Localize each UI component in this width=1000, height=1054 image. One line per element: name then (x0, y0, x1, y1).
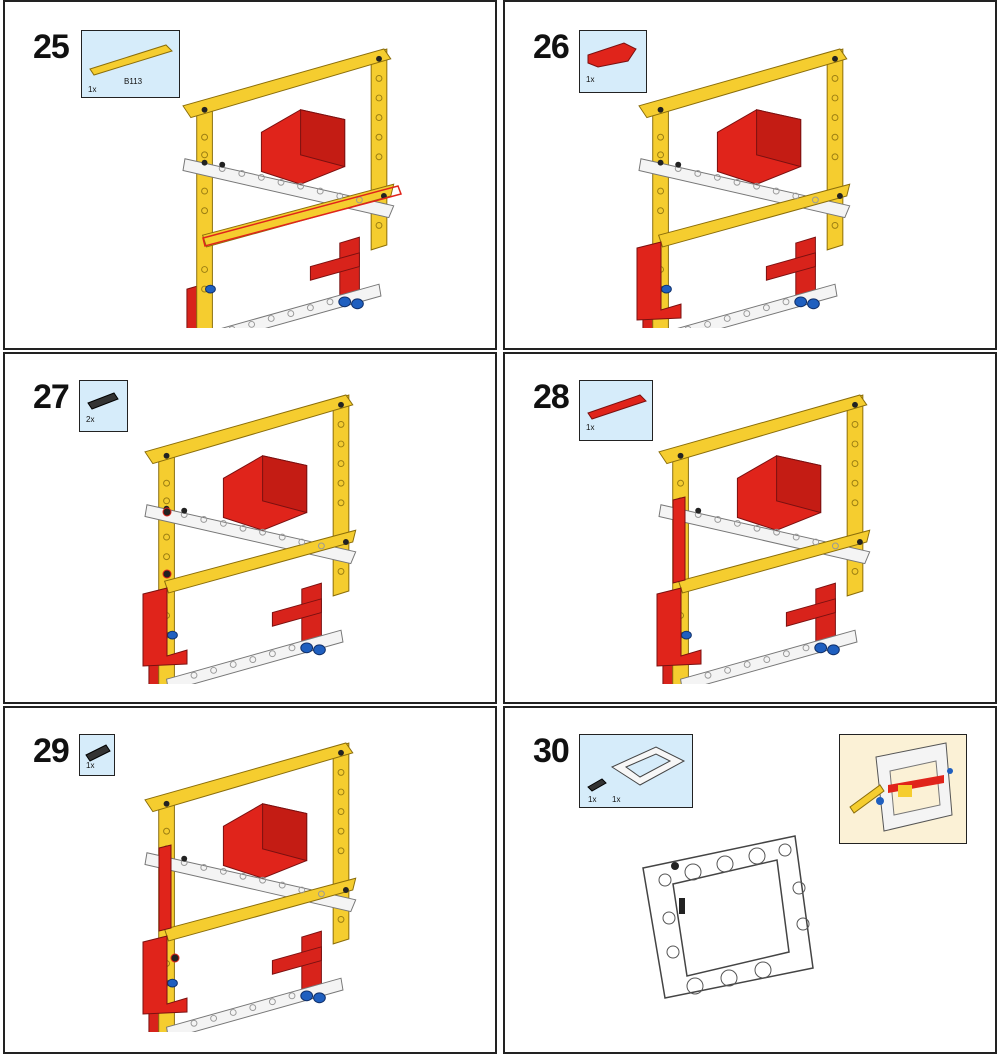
step-number: 29 (33, 732, 70, 770)
assembly-preview-callout (839, 734, 967, 844)
step-number: 27 (33, 378, 70, 416)
part-qty: 1x (612, 795, 621, 804)
step-panel-29: 29 1x (3, 706, 497, 1054)
part-qty: 2x (86, 415, 95, 424)
assembly-model (142, 742, 357, 1032)
parts-callout: 1x (579, 30, 647, 93)
part-qty: 1x (88, 85, 97, 94)
step-panel-28: 28 1x (503, 352, 997, 704)
black-pin-icon (587, 778, 607, 792)
step-panel-25: 25 1x B113 (3, 0, 497, 350)
assembly-model (182, 48, 402, 328)
parts-callout: 1x (79, 734, 115, 776)
assembly-model (142, 394, 357, 684)
part-qty: 1x (586, 75, 595, 84)
parts-callout: 1x (579, 380, 653, 441)
white-frame-model (642, 835, 814, 999)
parts-callout: 1x 1x (579, 734, 693, 808)
assembly-model (656, 394, 871, 684)
part-qty: 1x (86, 761, 95, 770)
assembly-model (636, 48, 851, 328)
parts-callout: 2x (79, 380, 128, 432)
part-qty: 1x (586, 423, 595, 432)
step-number: 30 (533, 732, 570, 770)
step-number: 28 (533, 378, 570, 416)
part-qty: 1x (588, 795, 597, 804)
red-l-beam-icon (587, 42, 637, 68)
white-frame-icon (610, 746, 686, 786)
yellow-beam-15-icon (89, 44, 173, 76)
part-code: B113 (124, 77, 143, 86)
step-number: 26 (533, 28, 570, 66)
step-panel-27: 27 2x (3, 352, 497, 704)
assembly-preview-image (849, 742, 953, 832)
step-number: 25 (33, 28, 70, 66)
step-panel-26: 26 1x (503, 0, 997, 350)
black-pin-icon (85, 744, 111, 762)
parts-callout: 1x B113 (81, 30, 180, 98)
red-beam-5-icon (587, 394, 647, 420)
black-pin-icon (87, 392, 119, 410)
step-panel-30: 30 1x 1x (503, 706, 997, 1054)
